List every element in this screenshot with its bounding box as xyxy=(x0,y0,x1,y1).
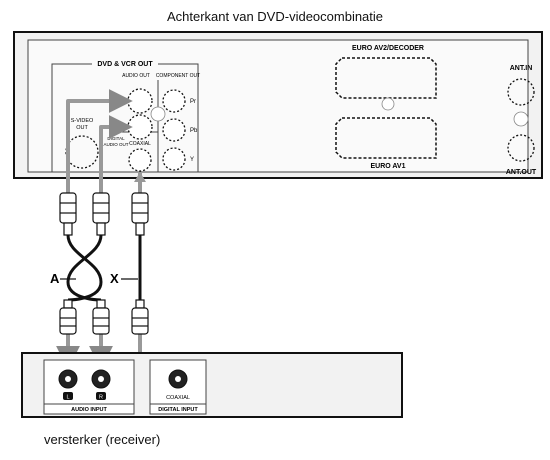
digital-audio-label-line1: DIGITAL xyxy=(107,136,125,141)
s-video-label-line2: OUT xyxy=(76,125,88,131)
coaxial-out-label: COAXIAL xyxy=(129,141,151,147)
audio-out-right-jack xyxy=(127,114,153,140)
audio-cable-a xyxy=(66,234,103,302)
audio-input-label: AUDIO INPUT xyxy=(71,407,107,413)
ant-in-label: ANT.IN xyxy=(510,65,533,72)
pr-label: Pr xyxy=(190,99,196,105)
audio-out-label: AUDIO OUT xyxy=(122,73,150,79)
dvd-vcr-out-label: DVD & VCR OUT xyxy=(97,61,153,68)
digital-input-label: DIGITAL INPUT xyxy=(158,407,198,413)
ant-out-label: ANT.OUT xyxy=(506,169,537,176)
rca-plugs-bottom xyxy=(59,299,149,335)
cable-x-label: X xyxy=(110,271,119,286)
right-channel-label: R xyxy=(99,395,103,401)
receiver-rear-panel: AUDIO INPUT L R DIGITAL INPUT COAXIAL xyxy=(21,352,403,418)
audio-out-left-jack xyxy=(127,88,153,114)
rca-plugs-top xyxy=(59,192,149,236)
coaxial-input-label: COAXIAL xyxy=(166,395,190,401)
component-out-ports: Pr Pb Y xyxy=(150,89,198,171)
scart-connectors: EURO AV2/DECODER EURO AV1 xyxy=(335,45,437,170)
digital-audio-label-line2: AUDIO OUT xyxy=(103,142,128,147)
antenna-ports: ANT.IN ANT.OUT xyxy=(506,65,537,176)
cable-a-label: A xyxy=(50,271,60,286)
euro-av2-label: EURO AV2/DECODER xyxy=(352,45,424,52)
dvd-caption: Achterkant van DVD-videocombinatie xyxy=(166,9,384,24)
euro-av1-label: EURO AV1 xyxy=(370,163,405,170)
pb-label: Pb xyxy=(190,128,198,134)
s-video-label-line1: S-VIDEO xyxy=(71,118,94,124)
coaxial-arrow-head xyxy=(134,172,146,182)
left-channel-label: L xyxy=(66,395,69,401)
dvd-rear-panel xyxy=(13,31,543,179)
y-label: Y xyxy=(190,157,194,163)
coaxial-out-jack xyxy=(128,148,152,172)
component-out-label: COMPONENT OUT xyxy=(156,73,200,79)
receiver-caption: versterker (receiver) xyxy=(44,432,161,447)
